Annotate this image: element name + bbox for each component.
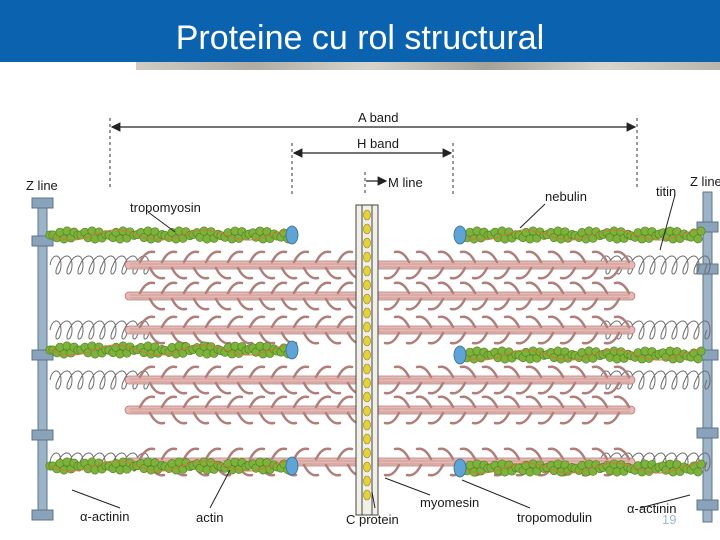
h-band-label: H band	[357, 136, 399, 151]
nebulin-label: nebulin	[545, 189, 587, 204]
m-line	[356, 205, 378, 515]
myomesin-label: myomesin	[420, 495, 479, 510]
tropomyosin-label: tropomyosin	[130, 200, 201, 215]
z-line-right-label: Z line	[690, 174, 720, 189]
page-number: 19	[662, 512, 676, 527]
alpha-actinin-left-label: α-actinin	[80, 509, 129, 524]
z-disc-left	[32, 198, 53, 520]
tropomodulin-label: tropomodulin	[517, 510, 592, 525]
z-line-left-label: Z line	[26, 178, 58, 193]
titin-label: titin	[656, 184, 676, 199]
titin-coils	[50, 256, 710, 471]
a-band-label: A band	[358, 110, 399, 125]
m-line-label: M line	[388, 175, 423, 190]
actin-label: actin	[196, 510, 223, 525]
c-protein-label: C protein	[346, 512, 399, 527]
band-dimension-lines	[110, 118, 637, 195]
myosin-thick-filaments	[125, 252, 635, 476]
